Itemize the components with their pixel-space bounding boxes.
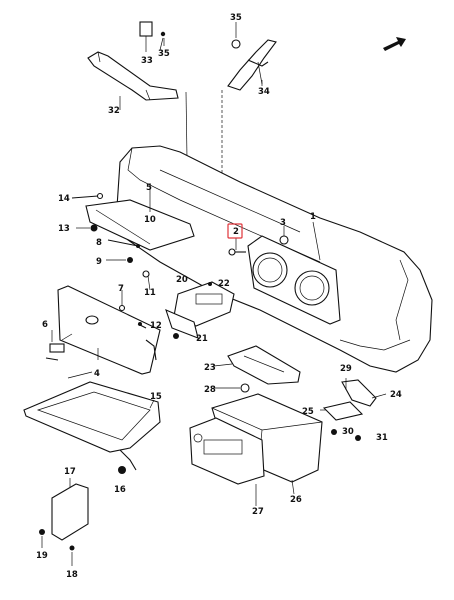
- part-4-glove-box-lid: [57, 285, 161, 375]
- part-35-screw: [231, 22, 241, 49]
- callout-18: 18: [66, 570, 78, 580]
- callout-2: 2: [233, 227, 239, 237]
- part-5-panel: [85, 184, 195, 251]
- part-21-screw: [173, 333, 179, 339]
- callout-10: 10: [144, 215, 156, 225]
- part-15-tray: [23, 381, 161, 471]
- callout-35-left: 35: [158, 49, 170, 59]
- callout-17: 17: [64, 467, 76, 477]
- callout-23: 23: [204, 363, 216, 373]
- callout-35-top: 35: [230, 13, 242, 23]
- part-23-plate: [227, 345, 301, 385]
- callout-31: 31: [376, 433, 388, 443]
- callout-21: 21: [196, 334, 208, 344]
- part-7-screw: [118, 290, 126, 312]
- part-16-bolt: [118, 466, 126, 474]
- part-30-screw: [331, 429, 337, 435]
- part-32-handle: [87, 51, 179, 104]
- part-13-bolt: [76, 224, 98, 232]
- callout-28: 28: [204, 385, 216, 395]
- part-14-screw: [71, 192, 104, 200]
- part-8-clip: [107, 239, 140, 248]
- callout-33: 33: [141, 56, 153, 66]
- callout-32: 32: [108, 106, 120, 116]
- gauge-cluster: [247, 235, 341, 325]
- callout-2-highlight-box: [227, 223, 243, 239]
- callout-20: 20: [176, 275, 188, 285]
- part-17-cover: [51, 478, 89, 541]
- callout-3: 3: [280, 218, 286, 228]
- part-34-bracket: [227, 39, 277, 91]
- callout-1: 1: [310, 212, 316, 222]
- part-27-bezel: [189, 417, 265, 485]
- part-31-screw: [355, 435, 361, 441]
- callout-5: 5: [146, 183, 152, 193]
- callout-7: 7: [118, 284, 124, 294]
- callout-8: 8: [96, 238, 102, 248]
- part-25-bracket: [322, 401, 364, 421]
- callout-16: 16: [114, 485, 126, 495]
- part-3-screw: [279, 226, 289, 245]
- part-24-bracket: [341, 379, 377, 407]
- callout-11: 11: [144, 288, 156, 298]
- part-6-lock: [45, 330, 73, 361]
- callout-9: 9: [96, 257, 102, 267]
- part-11-fastener: [142, 270, 151, 291]
- callout-13: 13: [58, 224, 70, 234]
- callout-15: 15: [150, 392, 162, 402]
- part-2-screw: [228, 238, 246, 256]
- callout-24: 24: [390, 390, 402, 400]
- callout-25: 25: [302, 407, 314, 417]
- part-28-screw: [240, 383, 250, 393]
- callout-27: 27: [252, 507, 264, 517]
- callout-4: 4: [94, 369, 100, 379]
- callout-12: 12: [150, 321, 162, 331]
- front-direction-arrow-icon: [383, 37, 406, 51]
- callout-29: 29: [340, 364, 352, 374]
- callout-22: 22: [218, 279, 230, 289]
- part-33-clip: [139, 21, 153, 52]
- part-12-clip: [137, 322, 147, 329]
- callout-19: 19: [36, 551, 48, 561]
- callout-34: 34: [258, 87, 270, 97]
- part-19-screw: [39, 529, 45, 548]
- part-9-fastener: [106, 257, 133, 263]
- part-18-screw: [69, 545, 75, 566]
- part-22-screw: [208, 282, 212, 286]
- callout-6: 6: [42, 320, 48, 330]
- callout-30: 30: [342, 427, 354, 437]
- callout-26: 26: [290, 495, 302, 505]
- callout-14: 14: [58, 194, 70, 204]
- part-20-bracket: [165, 281, 235, 339]
